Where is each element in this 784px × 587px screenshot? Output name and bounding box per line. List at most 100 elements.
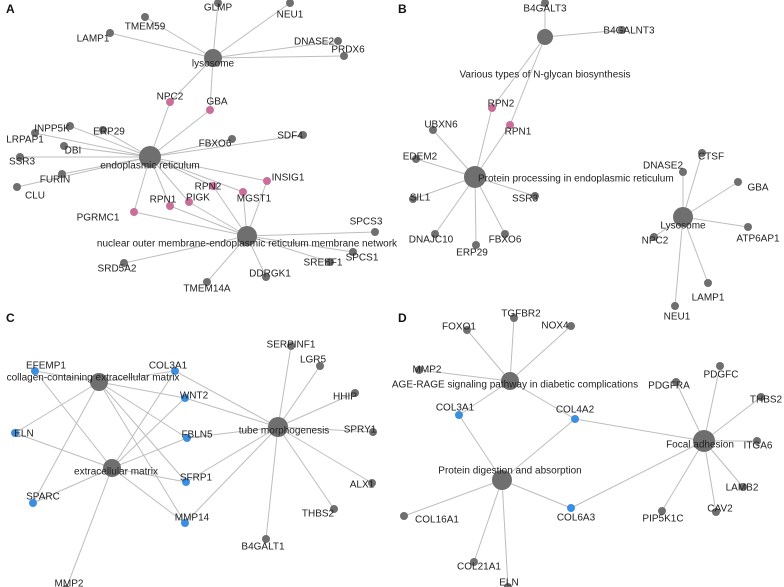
panel-b-node-ppe bbox=[464, 166, 486, 188]
panel-b-edge-lyso-atp6ap1 bbox=[682, 216, 749, 228]
panel-c-edge-tube-col3a1 bbox=[174, 370, 279, 428]
panel-c-label-b4galt1: B4GALT1 bbox=[241, 542, 285, 553]
panel-c-edge-collagen-fbln5 bbox=[98, 381, 188, 439]
panel-c-edge-tube-b4galt1 bbox=[265, 426, 279, 540]
panel-c-label-mmp14: MMP14 bbox=[175, 513, 210, 524]
panel-b-node-edem2 bbox=[412, 155, 420, 163]
panel-a-label-erp29: ERP29 bbox=[93, 127, 125, 138]
panel-d-label-thbs2: THBS2 bbox=[750, 395, 783, 406]
panel-b-node-rpn1 bbox=[506, 121, 514, 129]
panel-a-label-tmem14a: TMEM14A bbox=[183, 284, 231, 295]
panel-c-edge-tube-mmp14 bbox=[184, 426, 279, 524]
panel-b-label-rpn1: RPN1 bbox=[505, 127, 532, 138]
panel-a-label-srebf1: SREBF1 bbox=[304, 258, 343, 269]
panel-d-label-pda: Protein digestion and absorption bbox=[438, 466, 581, 477]
panel-a-node-pigk bbox=[185, 198, 193, 206]
panel-b-node-glycan bbox=[537, 29, 553, 45]
panel-a-node-tmem59 bbox=[141, 13, 149, 21]
panel-c-node-hhip bbox=[351, 389, 359, 397]
panel-b-edge-lyso-neu1 bbox=[674, 216, 684, 307]
panel-c-node-sparc bbox=[29, 499, 37, 507]
panel-c-edge-tube-sfrp1 bbox=[185, 426, 279, 483]
panel-d-edge-age-nox4 bbox=[509, 325, 572, 382]
panel-b-label-lamp1: LAMP1 bbox=[692, 293, 725, 304]
panel-a-edge-nom-pigk bbox=[188, 201, 248, 237]
panel-c-edge-tube-spry1 bbox=[277, 426, 374, 433]
panel-a-node-gba bbox=[206, 106, 214, 114]
panel-c-edge-tube-alx1 bbox=[277, 426, 373, 484]
panel-b-label-glycan: Various types of N-glycan biosynthesis bbox=[459, 70, 630, 81]
panel-a-label-insig1: INSIG1 bbox=[272, 173, 305, 184]
panel-c-edge-ecm-wnt2 bbox=[111, 397, 186, 469]
panel-a-label-neu1: NEU1 bbox=[277, 10, 304, 21]
panel-d-edge-age-col3a1 bbox=[458, 380, 511, 416]
panel-b-node-rpn2 bbox=[488, 104, 496, 112]
panel-c-edge-ecm-fbln5 bbox=[111, 437, 188, 469]
panel-b-label-ctsf: CTSF bbox=[698, 152, 724, 163]
panel-d-node-focal bbox=[693, 430, 715, 452]
panel-a-label-lysosome: lysosome bbox=[192, 59, 235, 70]
panel-c-node-b4galt1 bbox=[262, 535, 270, 543]
panel-a-edge-nom-rpn2 bbox=[212, 185, 248, 237]
panel-a-label-er: endoplasmic reticulum bbox=[100, 161, 200, 172]
panel-a-node-spcs3 bbox=[371, 228, 379, 236]
panel-b-node-ubxn6 bbox=[429, 126, 437, 134]
panel-a-edge-lysosome-prdx6 bbox=[212, 55, 345, 59]
panel-c-label-col3a1: COL3A1 bbox=[149, 361, 188, 372]
panel-a-node-spcs1 bbox=[349, 248, 357, 256]
panel-c-edge-collagen-efemp1 bbox=[34, 370, 100, 383]
panel-b-node-fbxo6 bbox=[501, 230, 509, 238]
panel-a-edge-er-insig1 bbox=[149, 156, 268, 182]
panel-b-label-b4galt3: B4GALT3 bbox=[523, 4, 567, 15]
panel-a-edge-er-inpp5k bbox=[69, 125, 151, 158]
panel-d-label-focal: Focal adhesion bbox=[666, 440, 734, 451]
panel-d-label-col4a2: COL4A2 bbox=[556, 405, 595, 416]
panel-b-node-erp29 bbox=[472, 241, 480, 249]
panel-d-label-pdgfc: PDGFC bbox=[704, 370, 739, 381]
panel-a-edge-nom-spcs1 bbox=[246, 235, 354, 253]
panel-c-node-alx1 bbox=[368, 479, 376, 487]
panel-d-label-col3a1: COL3A1 bbox=[436, 403, 475, 414]
panel-c-label-hhip: HHIP bbox=[333, 392, 357, 403]
panel-a-node-prdx6 bbox=[340, 52, 348, 60]
panel-d-edge-pda-col6a3 bbox=[501, 479, 572, 509]
panel-c-label-collagen: collagen-containing extracellular matrix bbox=[7, 373, 180, 384]
panel-d-node-pda bbox=[492, 470, 512, 490]
panel-a-edge-nom-srd5a2 bbox=[123, 235, 248, 264]
panel-c-node-eln bbox=[11, 429, 19, 437]
panel-a-label-ddrgk1: DDRGK1 bbox=[249, 269, 291, 280]
panel-a-node-lrpap1 bbox=[31, 129, 39, 137]
panel-b-label-ssr3: SSR3 bbox=[512, 194, 539, 205]
panel-c-edge-ecm-col3a1 bbox=[111, 370, 176, 469]
panel-a-label-dbi: DBI bbox=[65, 146, 82, 157]
panel-c-label-wnt2: WNT2 bbox=[180, 391, 209, 402]
panel-a-node-nom bbox=[237, 226, 257, 246]
panel-c-edge-collagen-col3a1 bbox=[98, 370, 176, 383]
panel-c-node-lgr5 bbox=[316, 362, 324, 370]
panel-d-label-eln: ELN bbox=[499, 578, 518, 587]
panel-d-edge-age-col4a2 bbox=[509, 380, 576, 420]
panel-c-network: collagen-containing extracellular matrix… bbox=[7, 340, 377, 587]
panel-b-label-atp6ap1: ATP6AP1 bbox=[736, 234, 780, 245]
panel-d-label-itga6: ITGA6 bbox=[744, 441, 773, 452]
panel-a-node-srd5a2 bbox=[120, 259, 128, 267]
panel-a-node-ssr3 bbox=[16, 153, 24, 161]
panel-a-label-mgst1: MGST1 bbox=[237, 194, 272, 205]
panel-a-edge-er-rpn2 bbox=[149, 156, 214, 187]
panel-d-label-cav2: CAV2 bbox=[707, 504, 733, 515]
panel-d-edge-focal-thbs2 bbox=[703, 396, 762, 442]
panel-a-label-gba: GBA bbox=[206, 97, 227, 108]
panel-c-edge-collagen-eln bbox=[14, 381, 100, 434]
panel-a-node-lamp1 bbox=[106, 29, 114, 37]
panel-b-letter: B bbox=[398, 2, 407, 16]
panel-a-label-rpn2: RPN2 bbox=[195, 182, 222, 193]
panel-d-label-pdgfra: PDGFRA bbox=[648, 381, 690, 392]
panel-d-node-age bbox=[501, 372, 519, 390]
panel-b-edge-ppe-dnajc10 bbox=[434, 176, 476, 235]
panel-d-edge-age-foxo1 bbox=[466, 329, 511, 382]
panel-b-network: Various types of N-glycan biosynthesisPr… bbox=[403, 0, 780, 323]
panel-d-node-col21a1 bbox=[470, 558, 478, 566]
panel-a-label-rpn1: RPN1 bbox=[150, 195, 177, 206]
panel-c-label-fbln5: FBLN5 bbox=[181, 430, 213, 441]
